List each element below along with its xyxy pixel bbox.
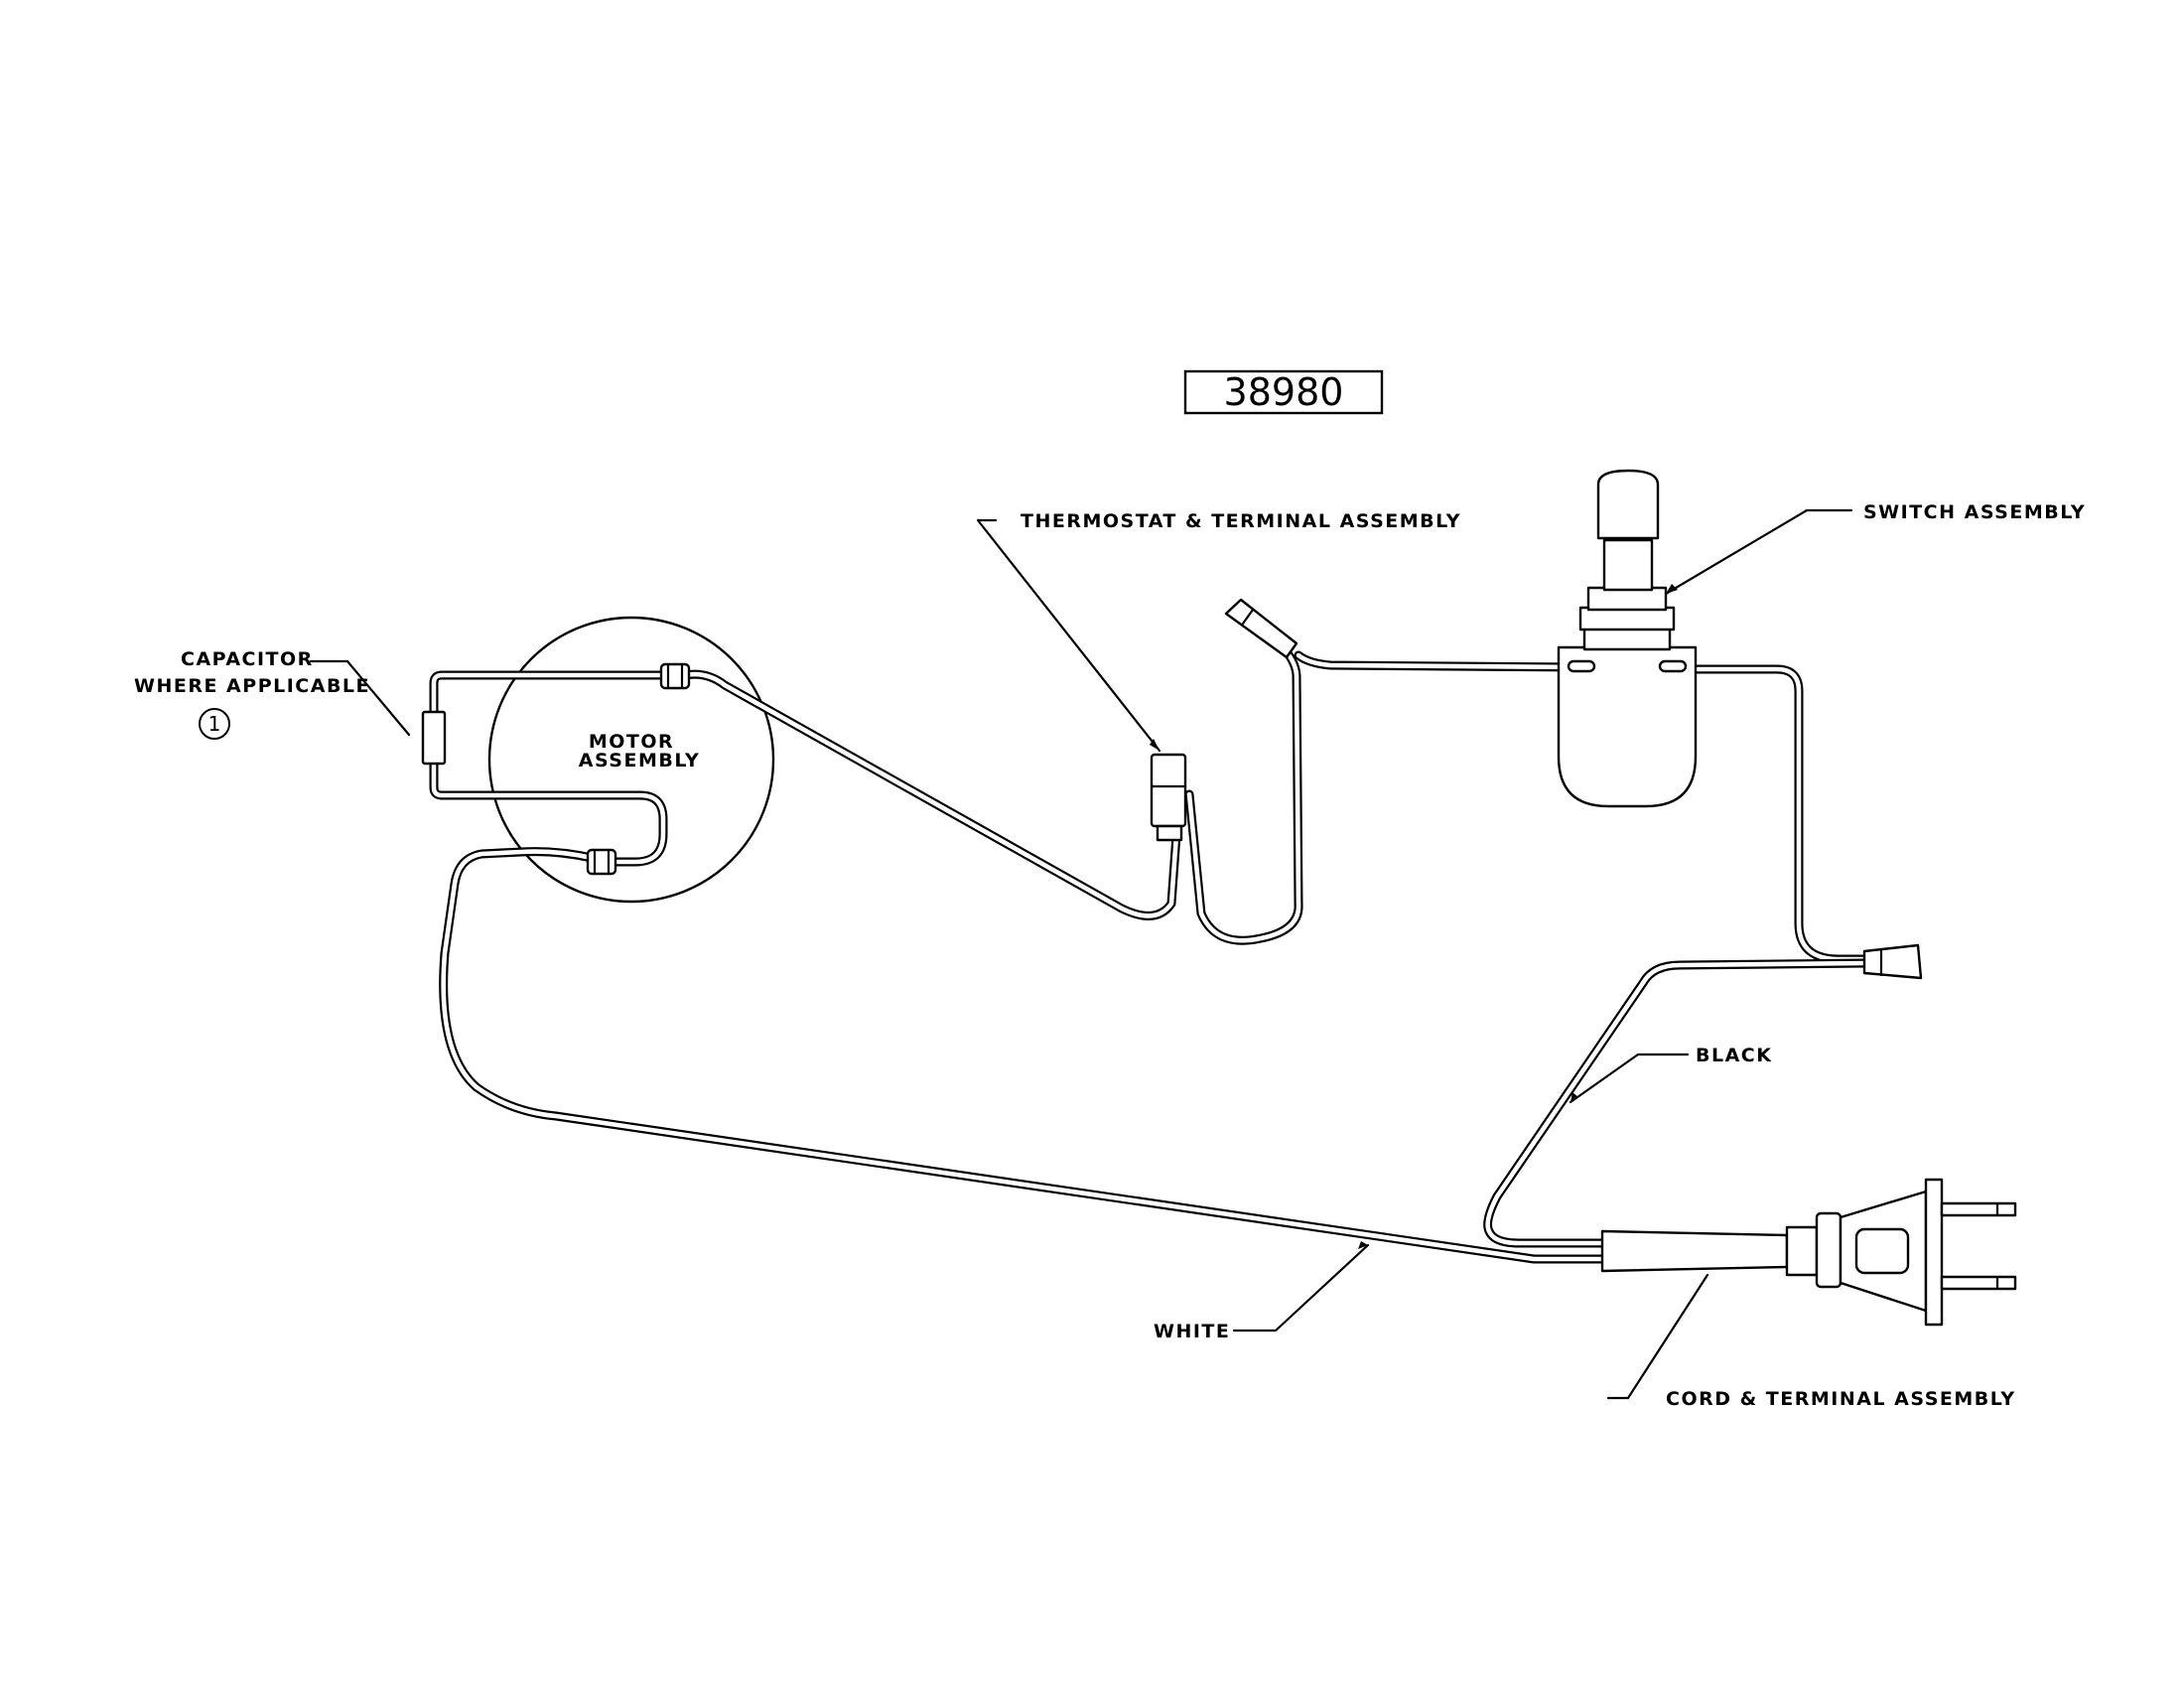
capacitor-label-line1: CAPACITOR (181, 648, 314, 670)
wire-nut-right (1862, 943, 1923, 980)
white-wire-label: WHITE (1154, 1321, 1230, 1342)
cord-label: CORD & TERMINAL ASSEMBLY (1666, 1388, 2016, 1410)
drawing-number: 38980 (1224, 370, 1344, 414)
motor-label-line1: MOTOR (589, 731, 674, 753)
leader-arrows (1150, 584, 1678, 1249)
capacitor (421, 710, 447, 766)
thermostat-label: THERMOSTAT & TERMINAL ASSEMBLY (1021, 510, 1461, 532)
switch-label: SWITCH ASSEMBLY (1863, 501, 2086, 523)
wire-nut-left (1224, 598, 1298, 659)
capacitor-note-circle (199, 708, 230, 740)
thermostat (1150, 753, 1187, 842)
black-wire-label: BLACK (1696, 1045, 1772, 1066)
switch-assembly (1557, 469, 1698, 808)
motor-assembly (487, 616, 775, 904)
capacitor-note-number: 1 (208, 712, 221, 736)
leader-lines (309, 508, 1853, 1400)
drawing-number-box: 38980 (1183, 369, 1384, 415)
motor-terminal-top (659, 662, 691, 690)
cord-and-plug (1600, 1178, 2017, 1327)
motor-terminal-bottom (586, 848, 617, 876)
motor-label-line2: ASSEMBLY (579, 750, 701, 772)
capacitor-label-line2: WHERE APPLICABLE (134, 675, 370, 697)
wires (429, 640, 1871, 1264)
